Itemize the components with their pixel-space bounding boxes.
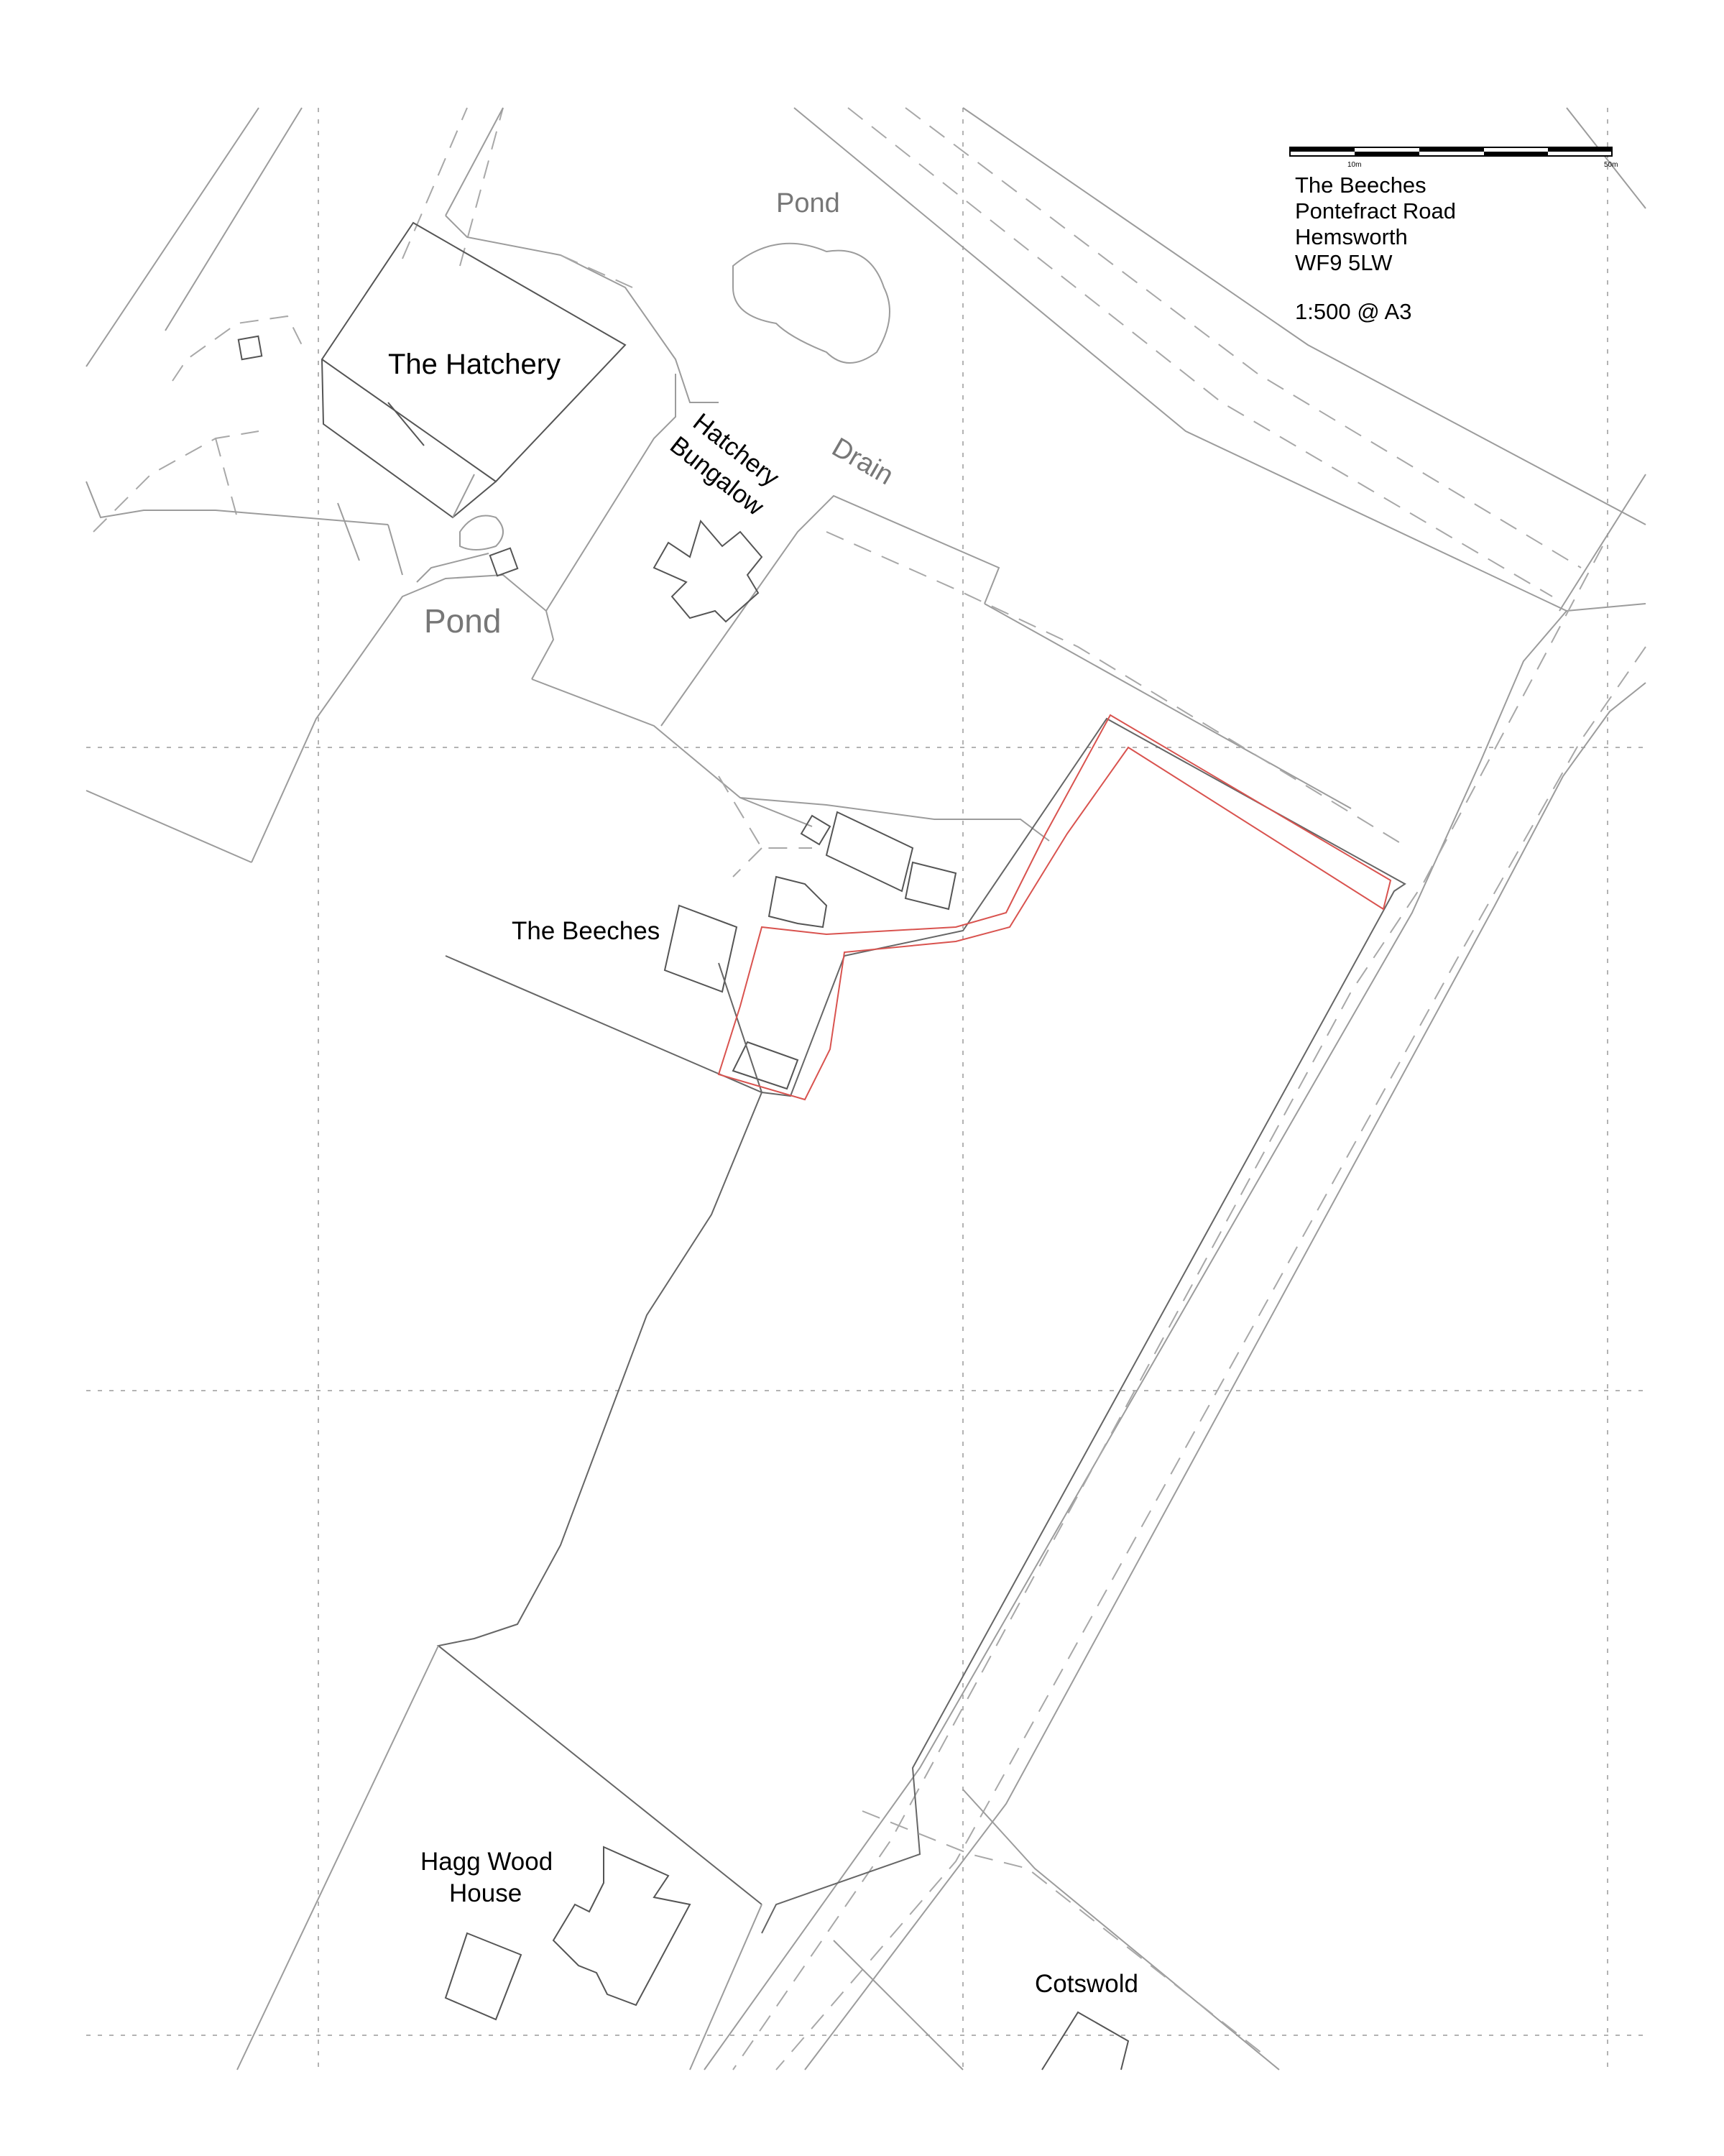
cotswold-label: Cotswold <box>1035 1970 1138 1998</box>
map-grid <box>86 108 1646 2070</box>
address-line2: Pontefract Road <box>1295 198 1456 224</box>
drain-label: Drain <box>827 432 899 491</box>
pond-left-outline <box>459 515 504 550</box>
hagg-wood-label-line2: House <box>449 1879 522 1907</box>
address-block: The Beeches Pontefract Road Hemsworth WF… <box>1295 172 1456 324</box>
address-line1: The Beeches <box>1295 172 1426 198</box>
scale-tick-mid: 10m <box>1347 161 1361 169</box>
scale-tick-end: 50m <box>1604 161 1618 169</box>
hagg-wood-house <box>236 1645 762 2070</box>
pond-top-label: Pond <box>776 188 840 218</box>
plot-boundary <box>445 717 1406 1934</box>
hatchery-label: The Hatchery <box>388 349 561 380</box>
address-line4: WF9 5LW <box>1295 250 1393 275</box>
upper-track <box>793 107 1646 612</box>
cotswold-road <box>833 1789 1280 2070</box>
drain <box>826 531 1409 849</box>
address-line3: Hemsworth <box>1295 224 1408 249</box>
hatchery-bungalow <box>545 374 1000 727</box>
main-road <box>704 474 1646 2070</box>
west-boundary <box>436 1092 762 1905</box>
scale-note: 1:500 @ A3 <box>1295 299 1411 324</box>
scale-bar: 10m 50m <box>1289 147 1618 169</box>
beeches-label: The Beeches <box>512 917 660 945</box>
pond-left-label: Pond <box>424 602 501 640</box>
pond-top-outline <box>732 242 890 364</box>
hagg-wood-label-line1: Hagg Wood <box>420 1848 553 1876</box>
beeches-buildings <box>663 811 957 1090</box>
hatchery-building <box>237 221 627 577</box>
top-left-linework <box>86 107 1050 877</box>
site-boundary-red <box>717 714 1392 1101</box>
